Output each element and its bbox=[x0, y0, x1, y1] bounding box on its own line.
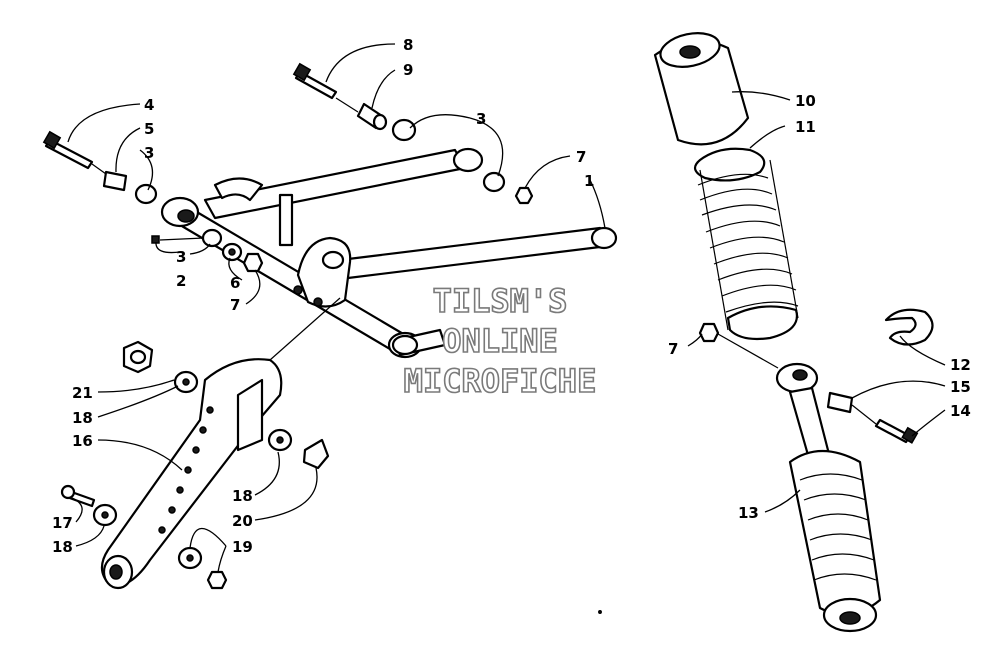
bolt-14 bbox=[874, 418, 919, 444]
watermark-line-2: ONLINE bbox=[442, 322, 558, 360]
grease-fitting-2 bbox=[151, 235, 160, 244]
bushing-3-lower bbox=[201, 228, 223, 248]
callout-numbers: 8 9 3 4 5 3 7 1 3 2 6 7 10 11 7 12 15 14… bbox=[52, 36, 971, 556]
link-arm-16 bbox=[100, 358, 283, 590]
sleeve-5 bbox=[102, 170, 128, 192]
bumper-10 bbox=[653, 32, 750, 146]
nut-7-shock bbox=[698, 322, 720, 343]
sleeve-15 bbox=[826, 391, 854, 414]
callout-9: 9 bbox=[403, 61, 413, 79]
washer-6 bbox=[221, 242, 243, 262]
nut-7-top bbox=[514, 186, 534, 205]
callout-13: 13 bbox=[738, 504, 759, 522]
callout-14: 14 bbox=[950, 402, 971, 420]
washer-18b bbox=[267, 428, 293, 452]
callout-7-shock: 7 bbox=[668, 340, 678, 358]
knob-21 bbox=[122, 340, 154, 374]
wing-nut-20 bbox=[302, 438, 330, 470]
watermark-line-1: TILSM'S bbox=[433, 282, 568, 320]
callout-2: 2 bbox=[176, 272, 186, 290]
washer-18d bbox=[177, 546, 203, 570]
callout-12: 12 bbox=[950, 356, 971, 374]
leader-lines bbox=[67, 43, 946, 573]
callout-18-c: 18 bbox=[52, 538, 73, 556]
shock-body-13 bbox=[775, 362, 882, 633]
callout-19: 19 bbox=[232, 538, 253, 556]
callout-16: 16 bbox=[72, 432, 93, 450]
callout-17: 17 bbox=[52, 514, 73, 532]
callout-8: 8 bbox=[403, 36, 413, 54]
callout-1: 1 bbox=[584, 172, 594, 190]
nut-19 bbox=[206, 570, 228, 590]
washer-18a bbox=[173, 370, 199, 394]
callout-7-top: 7 bbox=[576, 148, 586, 166]
callout-15: 15 bbox=[950, 378, 971, 396]
callout-10: 10 bbox=[795, 92, 816, 110]
center-lines bbox=[91, 97, 877, 425]
callout-18-a: 18 bbox=[72, 409, 93, 427]
callout-6: 6 bbox=[230, 274, 240, 292]
speck bbox=[598, 610, 602, 614]
sleeve-9 bbox=[356, 102, 388, 131]
callout-11: 11 bbox=[795, 118, 816, 136]
watermark: TILSM'S ONLINE MICROFICHE bbox=[403, 281, 597, 401]
bolt-17 bbox=[60, 484, 96, 508]
a-arm-assembly bbox=[160, 147, 618, 359]
clip-12 bbox=[884, 308, 934, 346]
callout-5: 5 bbox=[144, 120, 154, 138]
callout-3-top: 3 bbox=[476, 110, 486, 128]
callout-4: 4 bbox=[144, 96, 154, 114]
callout-3-lower: 3 bbox=[176, 248, 186, 266]
callout-20: 20 bbox=[232, 512, 253, 530]
bushing-3-top bbox=[391, 118, 506, 193]
watermark-line-3: MICROFICHE bbox=[404, 362, 597, 400]
callout-3-left: 3 bbox=[144, 144, 154, 162]
callout-18-b: 18 bbox=[232, 487, 253, 505]
bolt-8 bbox=[292, 62, 338, 100]
callout-7-lower: 7 bbox=[230, 296, 240, 314]
bushing-3-left bbox=[134, 183, 158, 205]
callout-21: 21 bbox=[72, 384, 93, 402]
nut-7-lower bbox=[242, 252, 264, 273]
washer-18c bbox=[92, 503, 118, 527]
bolt-4 bbox=[42, 130, 94, 170]
spring-11 bbox=[693, 147, 799, 341]
